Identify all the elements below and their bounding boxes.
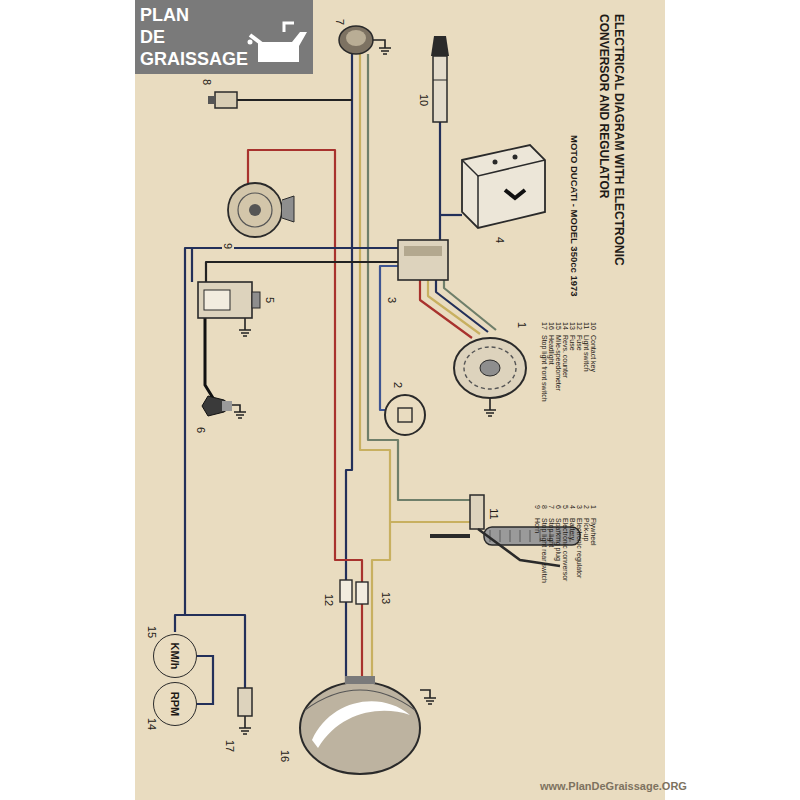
electronic-regulator (398, 240, 448, 280)
callout-number: 4 (494, 236, 506, 244)
front-switch (238, 688, 252, 716)
key-part-name: Mile-speedometer (555, 335, 562, 391)
key-number: 5 (562, 505, 569, 509)
key-number: 17 (541, 322, 548, 330)
callout-number: 7 (334, 18, 346, 26)
key-part-name: Horn (534, 518, 541, 533)
fuses (340, 580, 368, 604)
gauge-wire (197, 656, 213, 704)
battery (462, 145, 545, 228)
electronic-conversor (198, 282, 260, 318)
logo-badge (135, 0, 313, 74)
logo-text: PLAN DE GRAISSAGE (140, 4, 248, 70)
key-number: 16 (548, 322, 555, 330)
paper-sheet (135, 0, 665, 800)
key-part-name: Flywheel (590, 518, 597, 546)
key-part-name: Sparking plug (555, 518, 562, 561)
key-number: 13 (569, 322, 576, 330)
headlight (300, 676, 420, 774)
callout-number: 2 (392, 381, 404, 389)
contact-key (431, 36, 449, 122)
key-part-name: Stop light front switch (541, 335, 548, 402)
key-number: 15 (555, 322, 562, 330)
key-part-name: Pick-up (583, 518, 590, 541)
key-part-name: Fuse (569, 335, 576, 351)
model-subtitle: MOTO DUCATI - MODEL 350cc 1973 (568, 135, 580, 297)
light-switch (430, 495, 580, 566)
key-part-name: Electronic regulator (576, 518, 583, 578)
key-number: 6 (555, 505, 562, 509)
gauge-label: RPM (169, 692, 181, 716)
sparking-plug (202, 396, 232, 416)
callout-number: 13 (380, 591, 392, 605)
key-part-name: Revs. counter (562, 335, 569, 378)
callout-number: 3 (386, 296, 398, 304)
key-number: 14 (562, 322, 569, 330)
key-part-name: Battery (569, 518, 576, 540)
wires (175, 54, 496, 688)
callout-number: 10 (418, 93, 430, 107)
callout-number: 8 (201, 78, 213, 86)
stop-light (339, 26, 373, 54)
callout-number: 16 (279, 749, 291, 763)
key-part-name: Fuse (576, 335, 583, 351)
gauge-dial: KM/h (153, 634, 197, 678)
callout-number: 11 (488, 507, 500, 520)
gauge-label: KM/h (169, 643, 181, 670)
callout-number: 15 (146, 625, 158, 639)
key-part-name: Electronic conversor (562, 518, 569, 581)
key-part-name: Stop light (548, 518, 555, 547)
key-number: 7 (548, 505, 555, 509)
callout-number: 9 (222, 242, 234, 250)
key-number: 2 (583, 505, 590, 509)
key-number: 9 (534, 505, 541, 509)
horn (228, 183, 294, 237)
gauge-dial: RPM (153, 682, 197, 726)
callout-number: 14 (146, 717, 158, 731)
key-number: 4 (569, 505, 576, 509)
callout-number: 17 (224, 739, 236, 753)
key-part-name: Light switch (583, 335, 590, 372)
diagram-title: ELECTRICAL DIAGRAM WITH ELECTRONIC CONVE… (596, 14, 626, 314)
ground-symbols (232, 40, 496, 734)
key-number: 11 (583, 322, 590, 329)
key-number: 12 (576, 322, 583, 330)
key-number: 10 (590, 322, 597, 330)
key-number: 8 (541, 505, 548, 509)
key-number: 3 (576, 505, 583, 509)
key-part-name: Contact key (590, 335, 597, 372)
callout-number: 5 (264, 296, 276, 304)
rear-switch (208, 92, 237, 108)
key-part-name: Stop light rear switch (541, 518, 548, 583)
flywheel (454, 338, 526, 398)
callout-number: 1 (516, 321, 528, 329)
key-part-name: Headlight (548, 335, 555, 365)
watermark: www.PlanDeGraissage.ORG (540, 780, 687, 792)
callout-number: 12 (323, 593, 335, 607)
callout-number: 6 (195, 426, 207, 434)
pick-up (385, 395, 425, 435)
key-number: 1 (590, 505, 597, 509)
